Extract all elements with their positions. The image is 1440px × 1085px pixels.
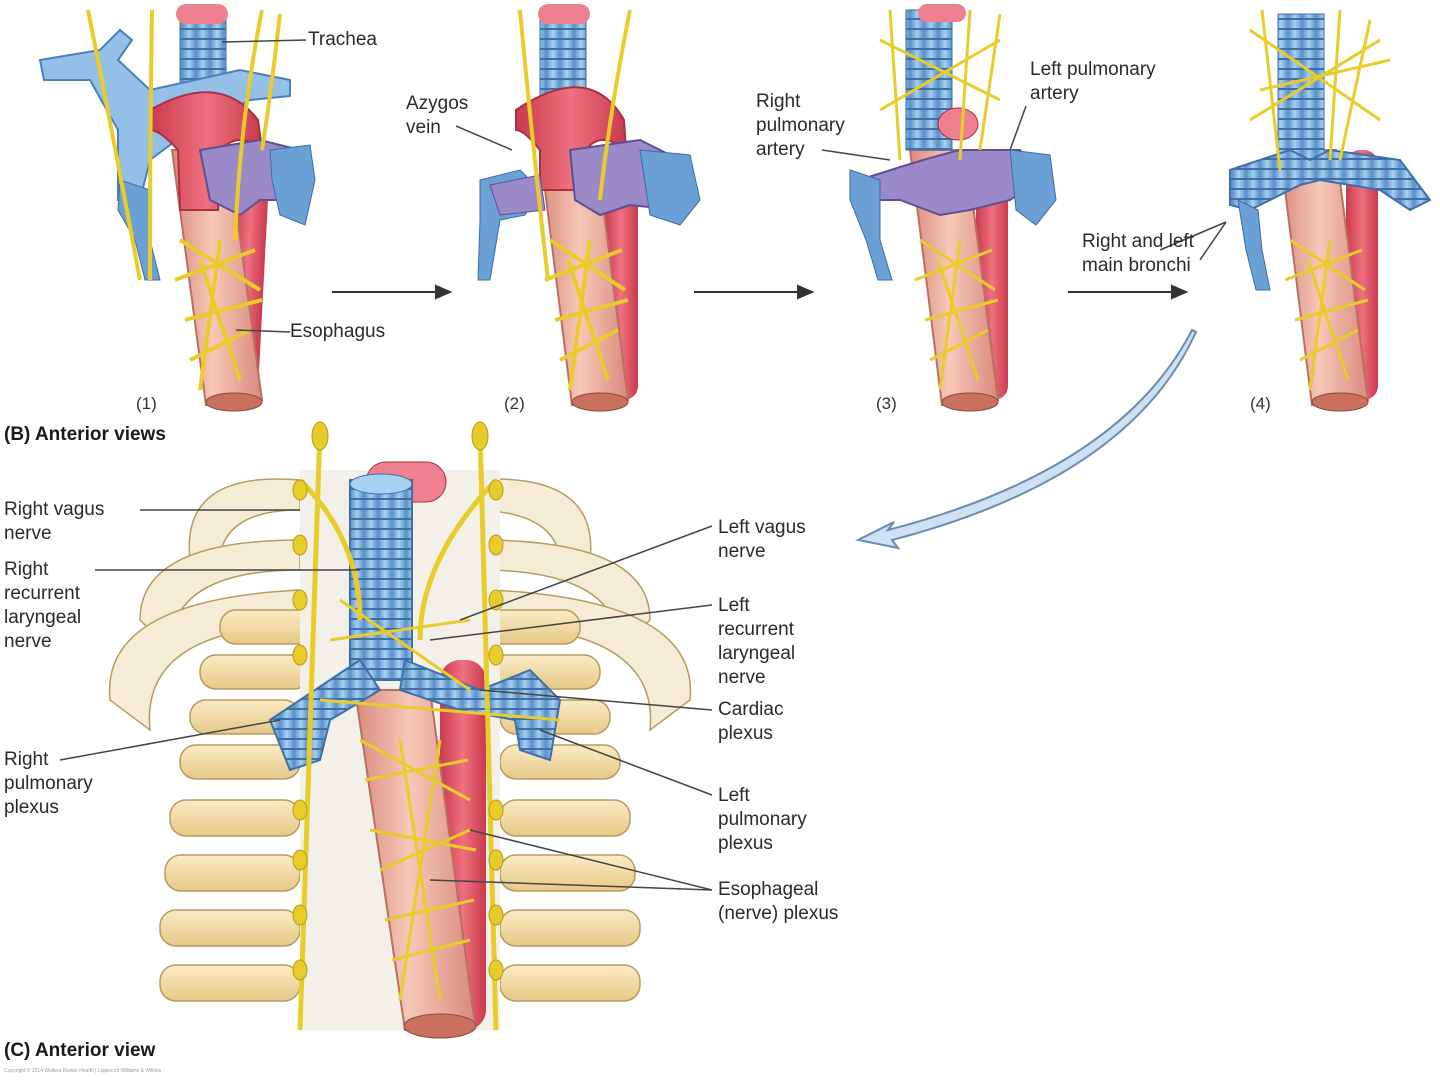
label-left-vagus: Left vagus nerve [718,517,806,562]
label-right-pulmonary-artery: Right pulmonary artery [756,91,845,160]
esophageal-plexus-net [319,598,561,1001]
nerves-panel-4 [1249,9,1391,391]
panel-1 [38,4,316,412]
ribs-right [469,478,692,1002]
step-number-2: (2) [504,394,525,413]
panel-3 [849,4,1057,412]
label-right-pulmonary-plexus: Right pulmonary plexus [4,749,93,818]
step-number-4: (4) [1250,394,1271,413]
aorta-top [176,4,228,24]
right-pa [489,174,546,216]
right-veins [849,169,893,281]
label-cardiac-plexus: Cardiac plexus [718,699,784,744]
panel-c [108,421,692,1039]
curved-arrow [854,328,1198,550]
label-right-vagus: Right vagus nerve [4,499,105,544]
trachea-tube [349,479,413,681]
ganglia [292,421,504,981]
left-veins [1009,149,1057,226]
panel-2 [477,4,701,412]
esophagus-end [1311,392,1369,412]
label-main-bronchi: Right and left main bronchi [1082,231,1194,276]
caption-c: (C) Anterior view [4,1040,156,1061]
left-veins [639,149,701,226]
nerves-panel-3 [879,9,1002,391]
left-main-bronchus [398,658,562,762]
right-main-bronchus [268,658,382,772]
nerves-panel-2 [518,9,632,391]
copyright-note: Copyright © 2014 Wolters Kluwer Health |… [4,1068,162,1074]
nerves-panel-1 [86,9,282,391]
label-azygos-vein: Azygos vein [406,93,469,138]
aorta-top [918,4,966,22]
step-number-3: (3) [876,394,897,413]
right-veins [1237,199,1271,291]
step-arrows [332,284,1189,300]
leader-lines [59,39,1227,891]
label-right-recurrent: Right recurrent laryngeal nerve [4,559,82,652]
label-left-recurrent: Left recurrent laryngeal nerve [718,595,796,688]
label-trachea: Trachea [308,29,377,50]
ribs-left [108,478,321,1002]
trachea-top [349,473,413,495]
vagus-nerves [297,429,499,1031]
label-left-pulmonary-artery: Left pulmonary artery [1030,59,1156,104]
label-left-pulmonary-plexus: Left pulmonary plexus [718,785,807,854]
left-veins [269,144,316,226]
step-number-1: (1) [136,394,157,413]
label-esophageal-plexus: Esophageal (nerve) plexus [718,879,839,924]
aorta-top [538,4,590,24]
esophagus-end [205,392,263,412]
pulmonary-arteries [859,149,1042,217]
esophagus-end [403,1013,477,1039]
esophagus-end [571,392,629,412]
panel-4 [1229,9,1432,412]
aorta-cut [937,107,979,141]
caption-b: (B) Anterior views [4,424,166,445]
label-esophagus: Esophagus [290,321,386,342]
esophagus-end [941,392,999,412]
